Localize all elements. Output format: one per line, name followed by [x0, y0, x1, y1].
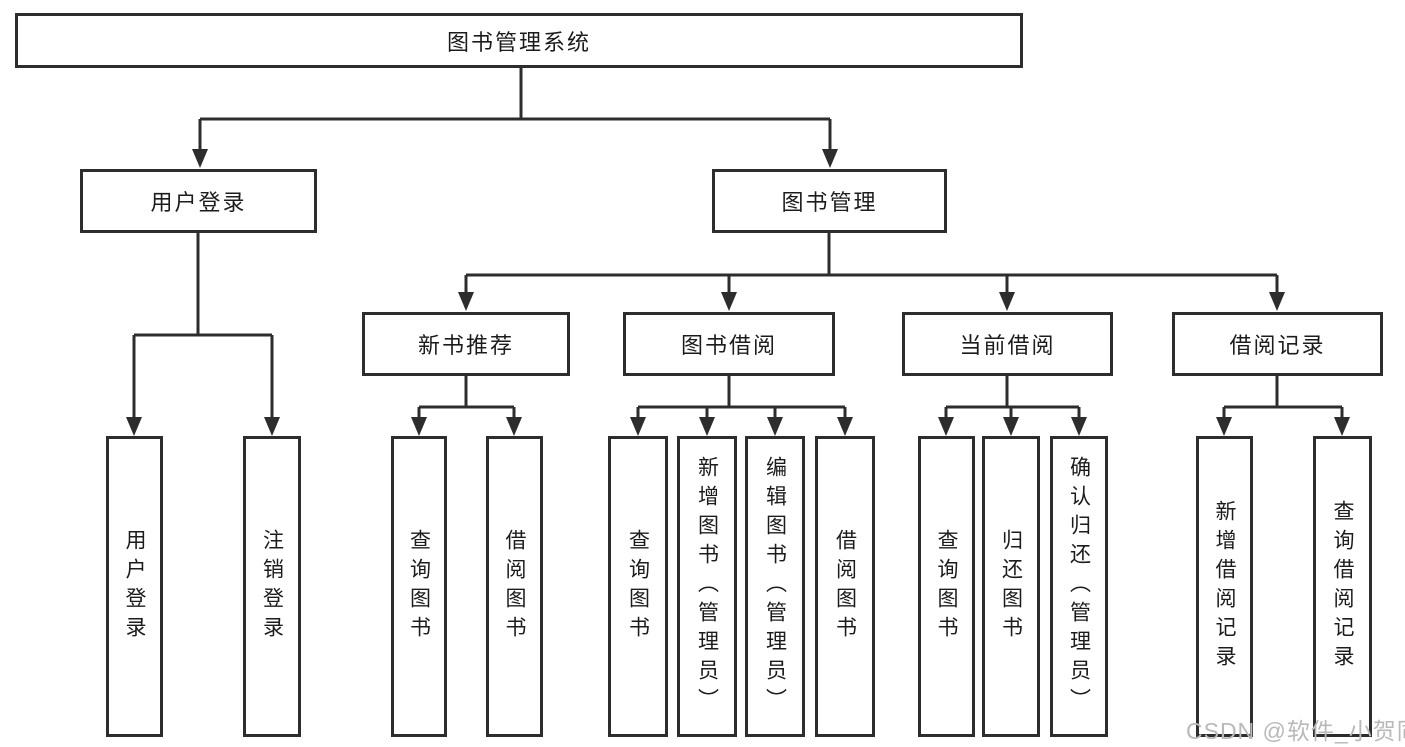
leaf-user-login-label: 用户登录 [123, 528, 146, 645]
leaf-logout-label: 注销登录 [260, 528, 284, 645]
group-leaf-connectors [411, 376, 1350, 436]
leaf-user-login: 用户登录 [106, 436, 163, 737]
node-book-management-label: 图书管理 [781, 190, 878, 215]
leaf-query-borrow-record: 查询借阅记录 [1313, 436, 1372, 737]
leaf-borrow-query-books: 查询图书 [608, 436, 668, 737]
leaf-edit-books-admin: 编辑图书（管理员） [745, 436, 805, 737]
leaf-query-borrow-record-label: 查询借阅记录 [1331, 499, 1354, 674]
node-borrow-records-label: 借阅记录 [1229, 333, 1326, 358]
leaf-add-borrow-record-label: 新增借阅记录 [1213, 499, 1236, 674]
node-root-label: 图书管理系统 [446, 29, 591, 55]
leaf-add-books-admin-label: 新增图书（管理员） [695, 456, 719, 717]
leaf-recommend-query-books-label: 查询图书 [407, 528, 431, 645]
leaf-borrow-query-books-label: 查询图书 [626, 528, 650, 645]
leaf-confirm-return-admin: 确认归还（管理员） [1050, 436, 1108, 737]
node-book-borrow-label: 图书借阅 [680, 333, 777, 358]
node-current-borrow: 当前借阅 [902, 312, 1113, 376]
book-management-connectors [458, 233, 1285, 311]
leaf-recommend-borrow-books-label: 借阅图书 [503, 528, 526, 645]
user-login-connectors [126, 233, 280, 436]
leaf-confirm-return-admin-label: 确认归还（管理员） [1067, 456, 1091, 717]
leaf-return-books: 归还图书 [982, 436, 1040, 737]
node-book-borrow: 图书借阅 [623, 312, 835, 376]
leaf-borrow-books: 借阅图书 [815, 436, 875, 737]
root-connectors [192, 68, 838, 168]
node-new-book-recommend-label: 新书推荐 [417, 333, 514, 358]
leaf-return-books-label: 归还图书 [999, 528, 1023, 645]
leaf-current-query-books-label: 查询图书 [935, 528, 958, 645]
node-root: 图书管理系统 [15, 13, 1023, 68]
node-new-book-recommend: 新书推荐 [362, 312, 570, 376]
node-user-login: 用户登录 [80, 169, 317, 233]
leaf-recommend-borrow-books: 借阅图书 [486, 436, 543, 737]
node-current-borrow-label: 当前借阅 [959, 333, 1056, 358]
leaf-borrow-books-label: 借阅图书 [833, 528, 857, 645]
leaf-add-books-admin: 新增图书（管理员） [677, 436, 737, 737]
leaf-edit-books-admin-label: 编辑图书（管理员） [763, 456, 787, 717]
node-user-login-label: 用户登录 [150, 190, 247, 215]
leaf-add-borrow-record: 新增借阅记录 [1196, 436, 1253, 737]
node-book-management: 图书管理 [712, 169, 947, 233]
node-borrow-records: 借阅记录 [1172, 312, 1383, 376]
watermark: CSDN @软件_小贺同学 [1186, 718, 1405, 744]
leaf-logout: 注销登录 [243, 436, 301, 737]
leaf-current-query-books: 查询图书 [918, 436, 975, 737]
leaf-recommend-query-books: 查询图书 [391, 436, 447, 737]
